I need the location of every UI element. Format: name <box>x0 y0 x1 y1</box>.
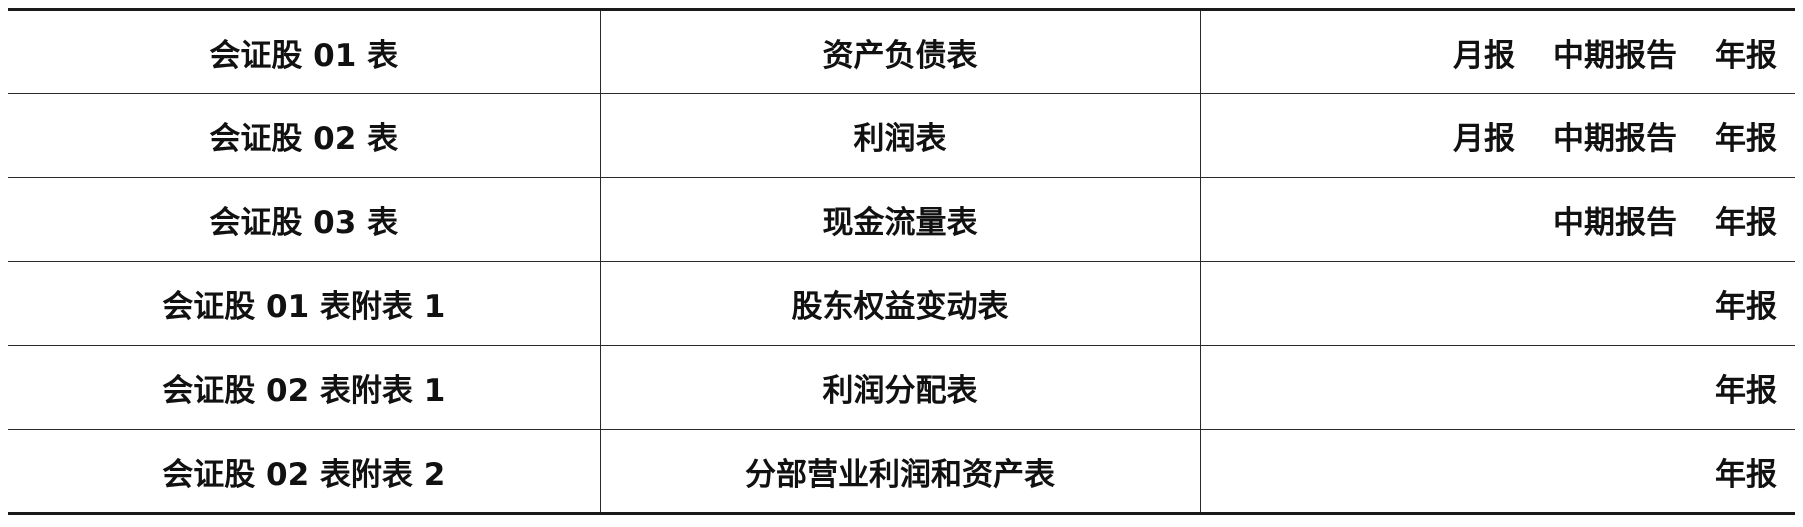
period-annual: 年报 <box>1715 37 1777 74</box>
report-name-cell: 资产负债表 <box>599 9 1201 94</box>
report-period-cell: 月报 中期报告 年报 <box>1200 10 1795 94</box>
report-code-cell: 会证股 03 表 <box>8 177 600 262</box>
report-period-cell: 月报 中期报告 年报 <box>1200 93 1795 178</box>
report-name-cell: 分部营业利润和资产表 <box>599 429 1201 514</box>
period-annual: 年报 <box>1715 456 1777 493</box>
report-period-cell: 年报 <box>1200 345 1795 430</box>
report-code-cell: 会证股 01 表附表 1 <box>8 261 600 346</box>
period-monthly: 月报 <box>1453 121 1515 157</box>
report-period-cell: 年报 <box>1200 261 1795 346</box>
report-code-cell: 会证股 02 表附表 1 <box>8 345 600 430</box>
period-annual: 年报 <box>1715 373 1777 409</box>
report-name-cell: 利润表 <box>599 93 1201 178</box>
table-row: 会证股 02 表附表 1 利润分配表 年报 <box>8 345 1795 430</box>
table-row: 会证股 01 表附表 1 股东权益变动表 年报 <box>8 261 1795 346</box>
period-annual: 年报 <box>1715 289 1777 325</box>
report-code-cell: 会证股 02 表附表 2 <box>8 429 600 514</box>
report-name-cell: 股东权益变动表 <box>599 261 1201 346</box>
table-row: 会证股 02 表 利润表 月报 中期报告 年报 <box>8 93 1795 178</box>
period-interim: 中期报告 <box>1553 205 1677 241</box>
table-row: 会证股 02 表附表 2 分部营业利润和资产表 年报 <box>8 429 1795 514</box>
table-row: 会证股 03 表 现金流量表 中期报告 年报 <box>8 177 1795 262</box>
report-table: 会证股 01 表 资产负债表 月报中期报告年报 会证股 02 表 利润表 月报中… <box>8 8 1795 515</box>
table-row: 会证股 01 表 资产负债表 月报 中期报告 年报 <box>8 9 1795 94</box>
period-monthly: 月报 <box>1453 37 1515 74</box>
report-name-cell: 利润分配表 <box>599 345 1201 430</box>
period-annual: 年报 <box>1715 205 1777 241</box>
report-code-cell: 会证股 01 表 <box>209 37 399 74</box>
report-name-cell: 现金流量表 <box>599 177 1201 262</box>
report-period-cell: 中期报告 年报 <box>1200 177 1795 262</box>
period-interim: 中期报告 <box>1553 121 1677 157</box>
report-code-cell: 会证股 02 表 <box>8 93 600 178</box>
period-annual: 年报 <box>1715 121 1777 157</box>
report-period-cell: 年报 <box>1200 429 1795 514</box>
period-interim: 中期报告 <box>1553 37 1677 74</box>
